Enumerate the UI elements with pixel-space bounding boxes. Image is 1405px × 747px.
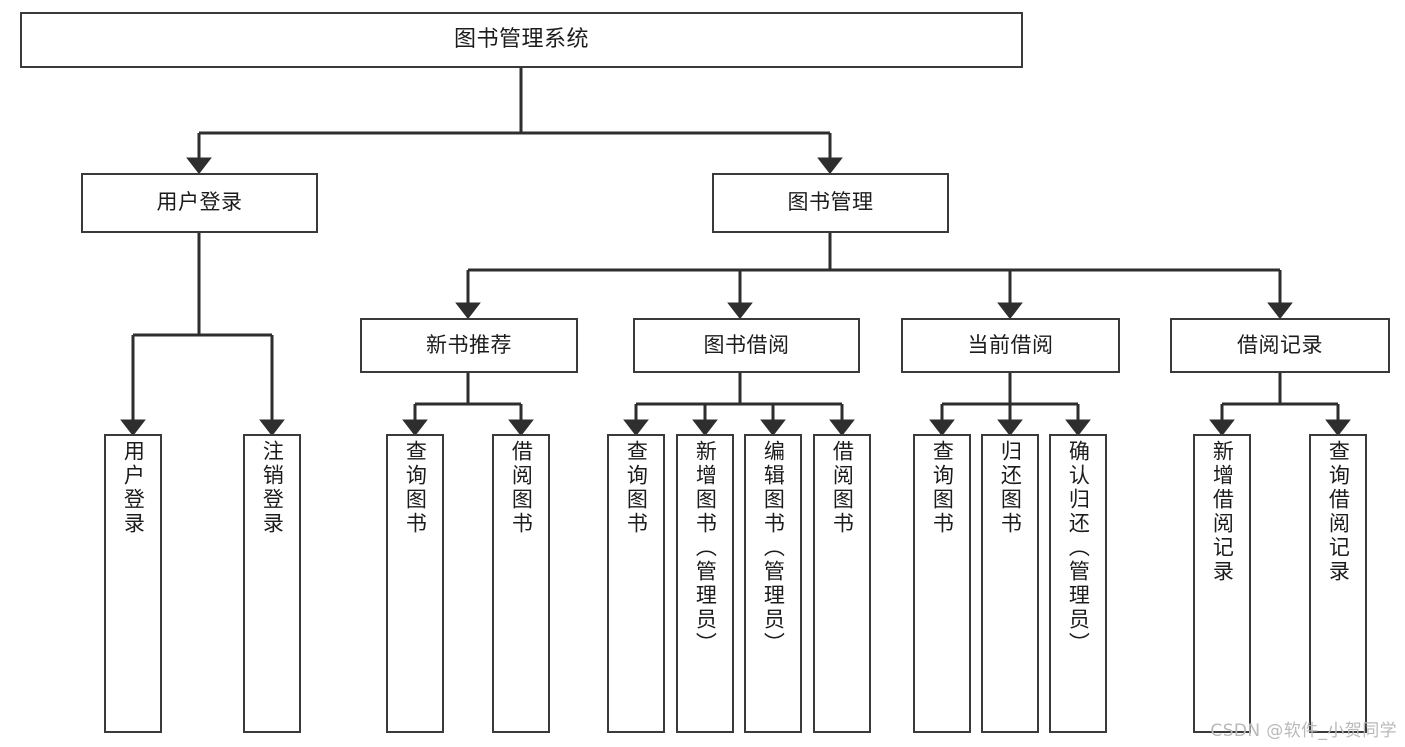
leaf-query-book-recommend[interactable]: 查询图书 [386, 434, 444, 733]
node-label: 查询图书 [403, 440, 428, 536]
leaf-add-borrow-record[interactable]: 新增借阅记录 [1193, 434, 1251, 733]
leaf-user-logout[interactable]: 注销登录 [243, 434, 301, 733]
node-label: 当前借阅 [967, 332, 1054, 357]
node-label: 查询图书 [930, 440, 955, 536]
node-root-system[interactable]: 图书管理系统 [20, 12, 1023, 68]
node-label: 编辑图书（管理员） [761, 440, 786, 656]
node-label: 查询借阅记录 [1326, 440, 1351, 584]
leaf-query-book-current[interactable]: 查询图书 [913, 434, 971, 733]
leaf-confirm-return-admin[interactable]: 确认归还（管理员） [1049, 434, 1107, 733]
node-label: 查询图书 [624, 440, 649, 536]
node-label: 新增借阅记录 [1210, 440, 1235, 584]
leaf-user-login[interactable]: 用户登录 [104, 434, 162, 733]
node-label: 用户登录 [121, 440, 146, 536]
node-book-borrow[interactable]: 图书借阅 [633, 318, 860, 373]
leaf-return-book[interactable]: 归还图书 [981, 434, 1039, 733]
leaf-add-book-admin[interactable]: 新增图书（管理员） [676, 434, 734, 733]
node-current-borrow[interactable]: 当前借阅 [901, 318, 1120, 373]
leaf-borrow-book-recommend[interactable]: 借阅图书 [492, 434, 550, 733]
node-label: 用户登录 [156, 190, 243, 215]
node-label: 确认归还（管理员） [1066, 440, 1091, 656]
node-borrow-record[interactable]: 借阅记录 [1170, 318, 1390, 373]
node-label: 新书推荐 [426, 332, 512, 357]
leaf-query-book-borrow[interactable]: 查询图书 [607, 434, 665, 733]
node-label: 图书管理系统 [453, 26, 589, 52]
node-label: 图书借阅 [703, 332, 790, 357]
node-user-login[interactable]: 用户登录 [81, 173, 318, 233]
node-label: 借阅图书 [830, 440, 855, 536]
node-label: 注销登录 [260, 440, 285, 536]
node-label: 图书管理 [787, 190, 874, 215]
leaf-query-borrow-record[interactable]: 查询借阅记录 [1309, 434, 1367, 733]
node-label: 借阅图书 [509, 440, 534, 536]
node-label: 新增图书（管理员） [693, 440, 718, 656]
csdn-watermark: CSDN @软件_小贺同学 [1210, 721, 1397, 741]
node-label: 借阅记录 [1237, 332, 1323, 357]
node-label: 归还图书 [998, 440, 1023, 536]
leaf-borrow-book[interactable]: 借阅图书 [813, 434, 871, 733]
node-new-book-recommend[interactable]: 新书推荐 [360, 318, 578, 373]
leaf-edit-book-admin[interactable]: 编辑图书（管理员） [744, 434, 802, 733]
node-book-management[interactable]: 图书管理 [712, 173, 949, 233]
